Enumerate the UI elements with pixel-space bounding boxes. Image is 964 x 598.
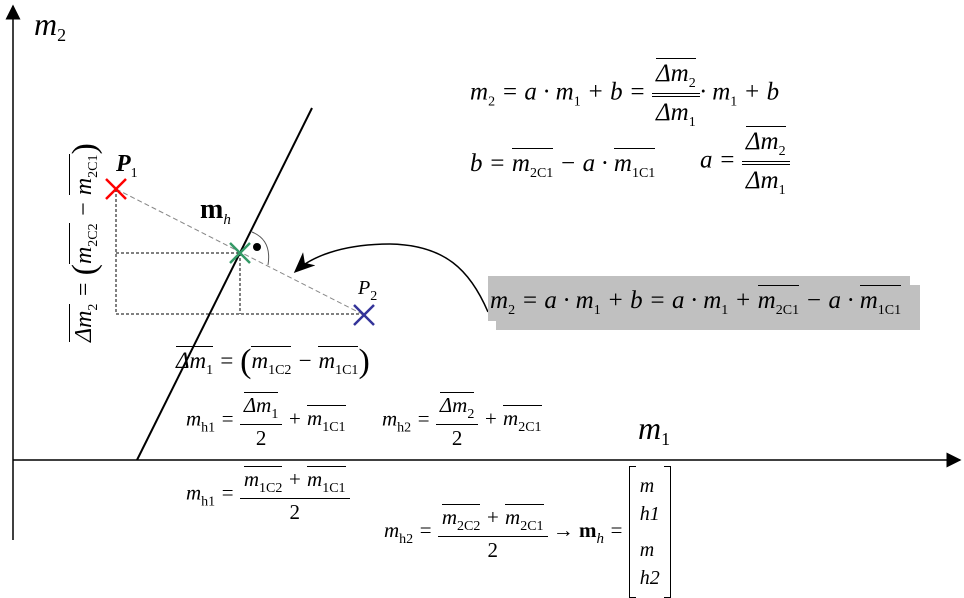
- b-equation: b = m2C1 − a · m1C1: [470, 148, 656, 181]
- x-axis-label: m1: [638, 410, 671, 449]
- mh-label: mh: [200, 194, 231, 228]
- p2-marker: [353, 304, 375, 326]
- delta-m1-equation: Δm1 = (m1C2 − m1C1): [176, 343, 370, 380]
- p2-label: P2: [358, 277, 378, 304]
- projection-lines: [115, 189, 364, 315]
- curved-arrow: [293, 243, 489, 313]
- y-axis-label: m2: [34, 6, 67, 45]
- right-angle-arc: [251, 231, 270, 266]
- p1-marker: [105, 178, 127, 200]
- mh-marker: [229, 242, 251, 264]
- diagram-canvas: [5, 4, 962, 540]
- highlight-box: [488, 276, 910, 321]
- regression-line: [136, 107, 313, 461]
- right-angle-dot: [253, 243, 261, 251]
- highlight-equation: m2 = a · m1 + b = a · m1 + m2C1 − a · m1…: [490, 285, 902, 318]
- delta-m2-equation: Δm2 = (m2C2 − m2C1): [66, 143, 103, 342]
- p1-label: P1: [116, 151, 138, 181]
